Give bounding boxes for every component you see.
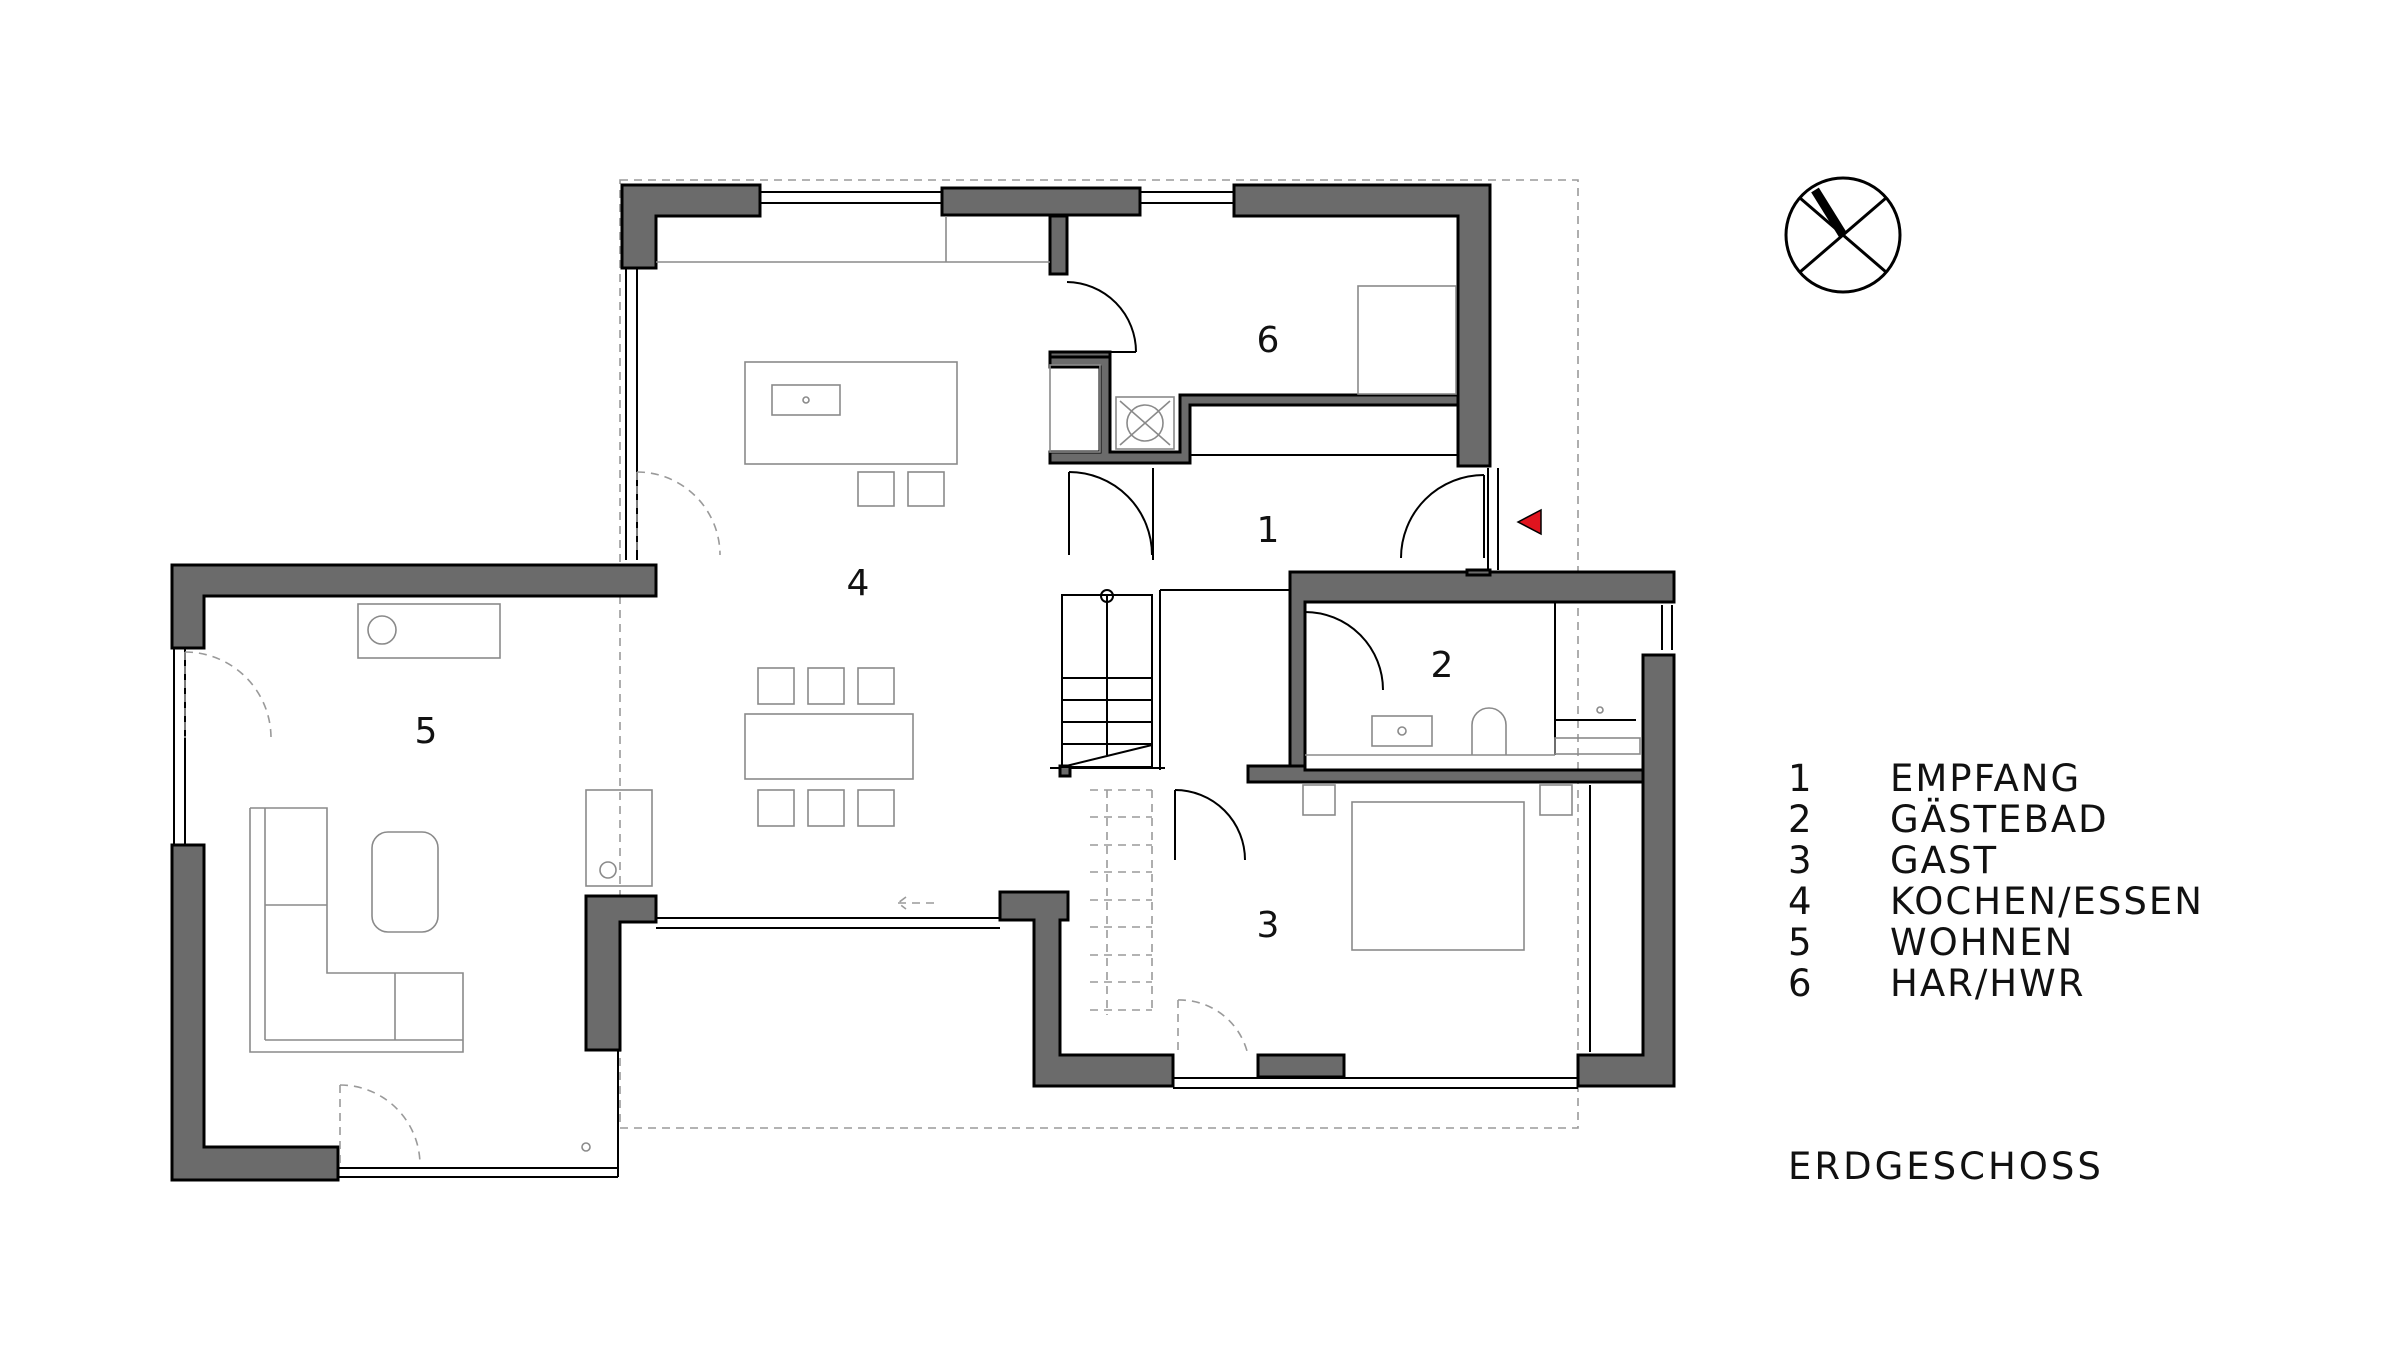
legend-number: 4 [1788, 880, 1814, 923]
room-number-5: 5 [415, 711, 438, 752]
legend-row: 3 GAST [1788, 839, 2204, 882]
legend-label: GÄSTEBAD [1890, 798, 2109, 841]
legend-number: 6 [1788, 962, 1814, 1005]
room-number-3: 3 [1257, 905, 1280, 946]
furniture [249, 216, 1641, 1152]
legend-label: EMPFANG [1890, 757, 2082, 800]
room-legend: 1 EMPFANG 2 GÄSTEBAD 3 GAST 4 KOCHEN/ESS… [1788, 757, 2204, 1005]
legend-number: 2 [1788, 798, 1814, 841]
legend-row: 4 KOCHEN/ESSEN [1788, 880, 2204, 923]
legend-number: 5 [1788, 921, 1814, 964]
walls [170, 183, 1676, 1182]
legend-label: KOCHEN/ESSEN [1890, 880, 2204, 923]
doors [184, 281, 1485, 1166]
legend-label: GAST [1890, 839, 1999, 882]
legend-label: WOHNEN [1890, 921, 2075, 964]
legend-row: 2 GÄSTEBAD [1788, 798, 2204, 841]
roof-outline [619, 179, 1579, 1129]
legend-number: 1 [1788, 757, 1814, 800]
compass-north-arrow-icon [1784, 176, 1902, 294]
room-number-6: 6 [1257, 320, 1280, 361]
legend-label: HAR/HWR [1890, 962, 2086, 1005]
legend-number: 3 [1788, 839, 1814, 882]
legend-row: 1 EMPFANG [1788, 757, 2204, 800]
entrance-triangle-icon [1516, 508, 1542, 536]
room-number-4: 4 [847, 563, 870, 604]
legend-row: 5 WOHNEN [1788, 921, 2204, 964]
room-number-2: 2 [1431, 645, 1454, 686]
legend-row: 6 HAR/HWR [1788, 962, 2204, 1005]
staircase [1061, 589, 1153, 1015]
room-number-1: 1 [1257, 510, 1280, 551]
window-lines [173, 191, 1673, 1178]
floor-title: ERDGESCHOSS [1788, 1145, 2104, 1188]
